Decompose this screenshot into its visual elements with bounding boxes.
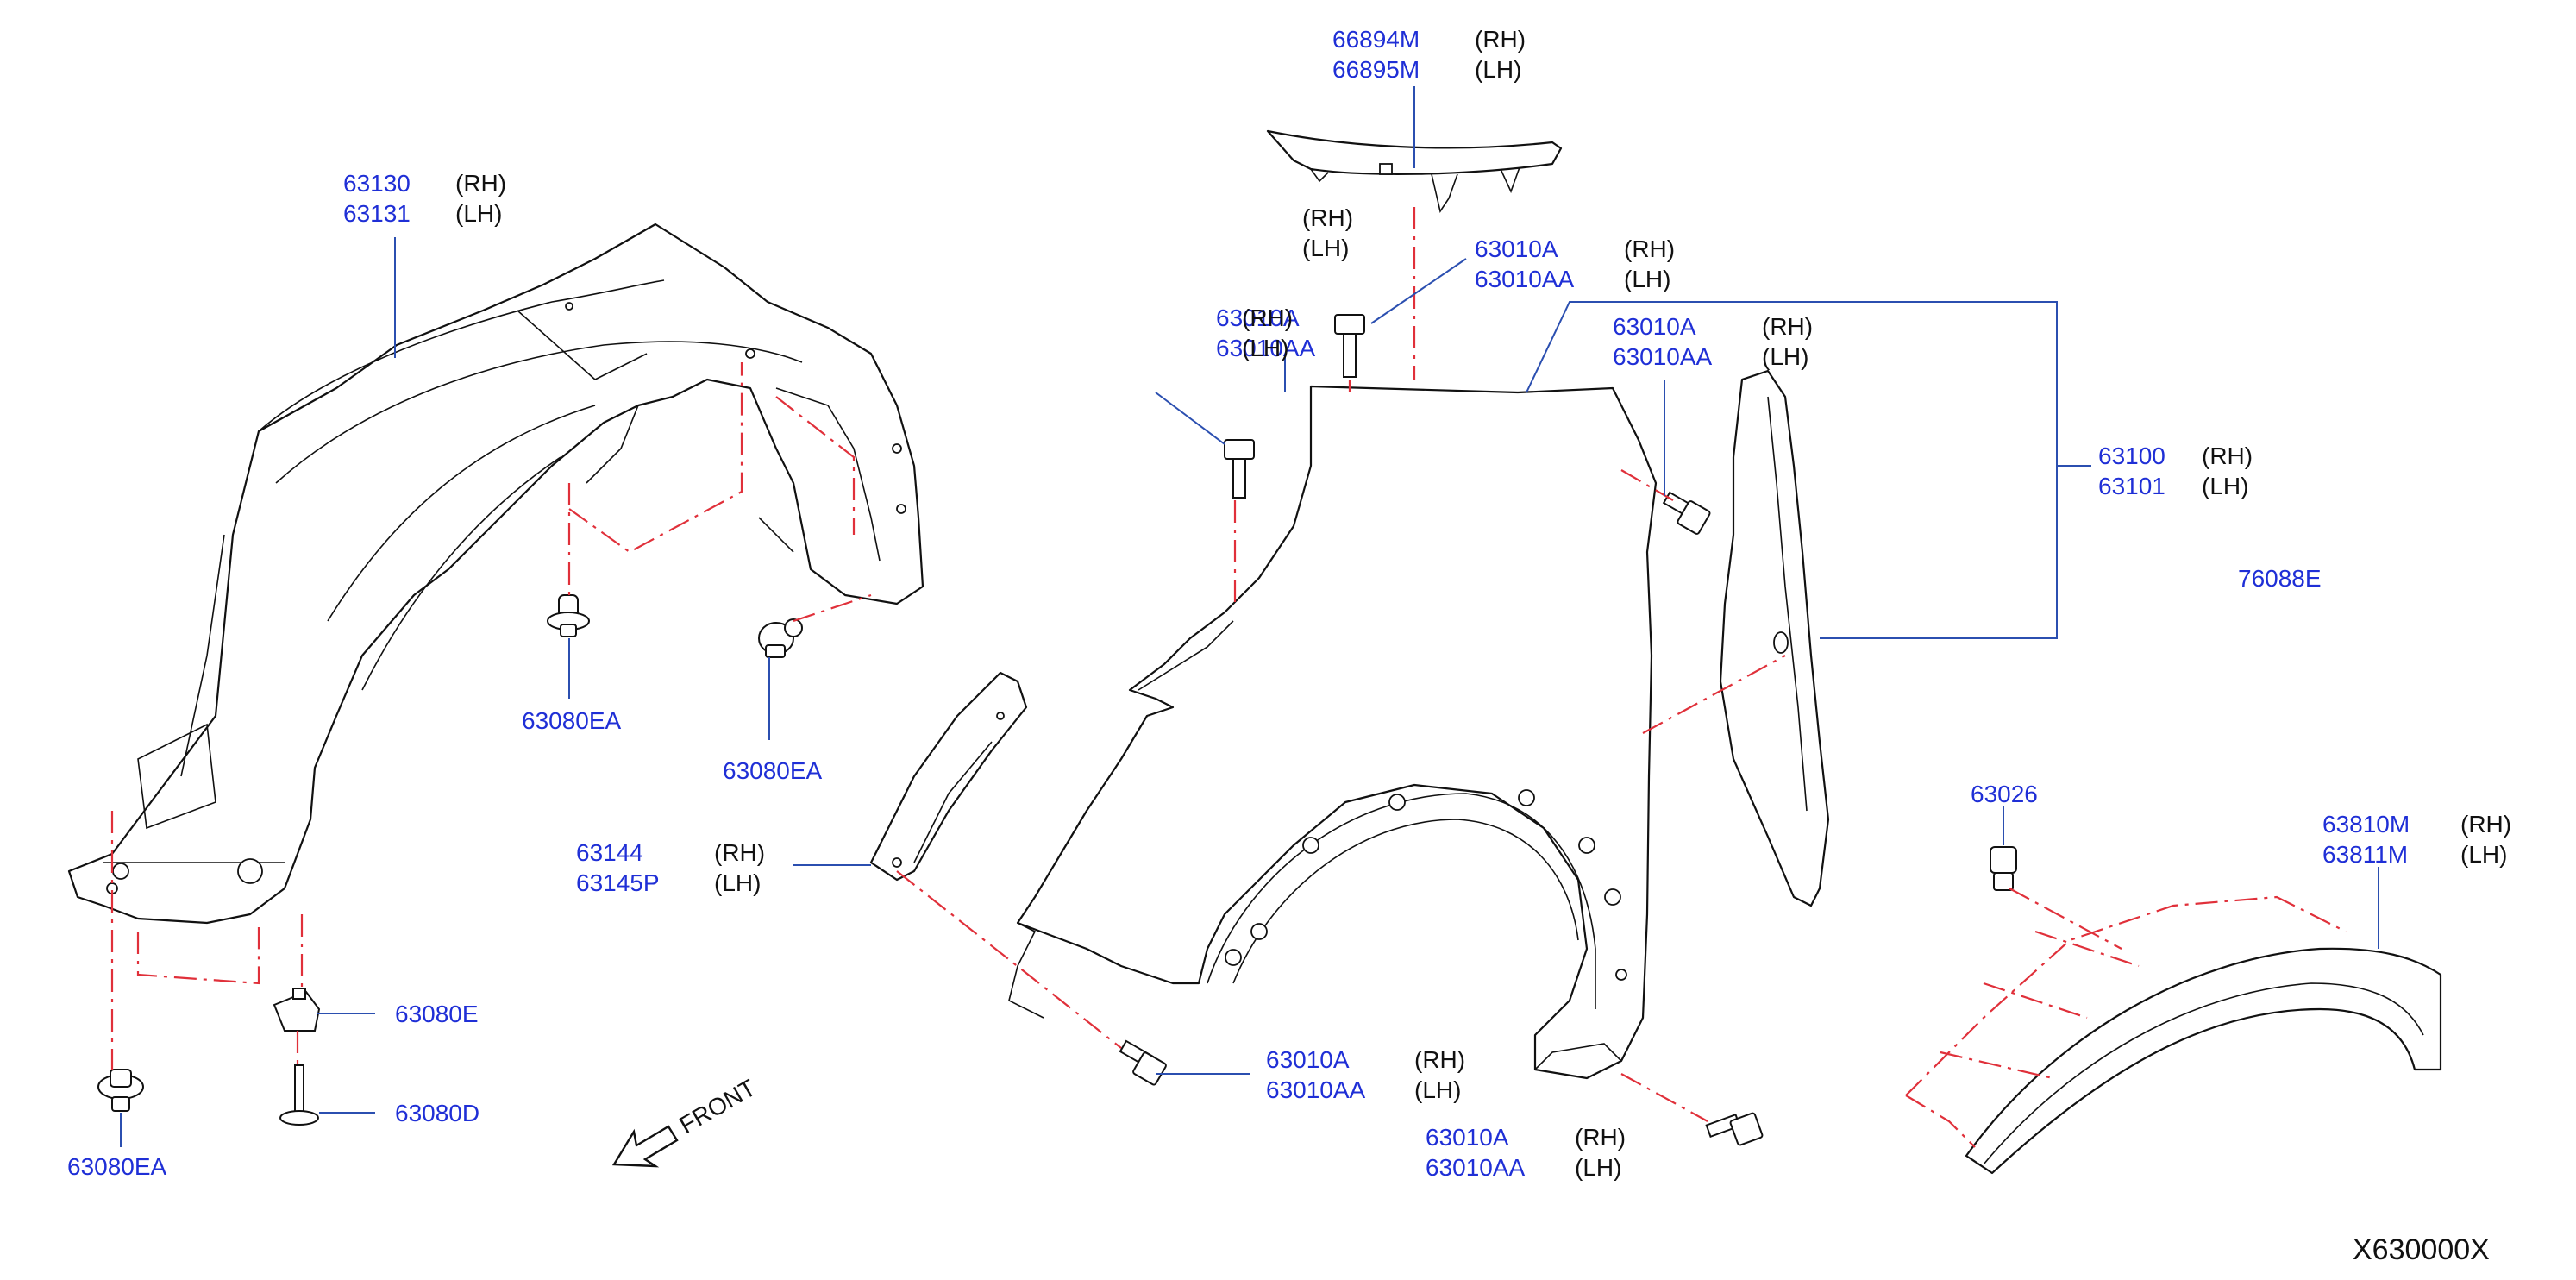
callout-63144[interactable]: 63144 (RH) 63145P (LH) xyxy=(576,839,765,896)
part-number-63080EA-mid[interactable]: 63080EA xyxy=(522,707,622,734)
part-number: 63010AA xyxy=(1475,266,1575,292)
clip-63080EA-mid[interactable] xyxy=(547,594,590,637)
bolt-63010A-lower[interactable] xyxy=(1705,1112,1764,1146)
side-label: (LH) xyxy=(1575,1154,1621,1181)
fender-bracket-part[interactable] xyxy=(869,671,1028,882)
side-label: (LH) xyxy=(455,200,502,227)
side-label: (LH) xyxy=(714,869,761,896)
callout-63130[interactable]: 63130 (RH) 63131 (LH) xyxy=(343,170,506,227)
part-number: 63010A xyxy=(1426,1124,1509,1151)
callout-63010A-top[interactable]: 63010A (RH) 63010AA (LH) xyxy=(1475,235,1675,292)
callout-66894M[interactable]: 66894M (RH) 66895M (LH) xyxy=(1332,26,1526,83)
part-number: 63100 xyxy=(2098,442,2165,469)
callout-63010A-right[interactable]: 63010A (RH) 63010AA (LH) xyxy=(1613,313,1813,370)
part-number-76088E[interactable]: 76088E xyxy=(2238,565,2322,592)
side-label: (LH) xyxy=(1242,335,1288,361)
side-label: (RH) xyxy=(455,170,506,197)
part-number-63026[interactable]: 63026 xyxy=(1971,781,2038,807)
front-arrow-icon xyxy=(611,1125,679,1168)
bolt-63010A-left[interactable] xyxy=(1224,439,1255,499)
part-number: 63010A xyxy=(1266,1046,1350,1073)
side-label: (LH) xyxy=(1624,266,1670,292)
part-number: 63010AA xyxy=(1426,1154,1526,1181)
part-number: 63811M xyxy=(2322,841,2408,868)
part-number: 63010AA xyxy=(1216,335,1316,361)
bolt-63010A-bottom[interactable] xyxy=(1119,1039,1167,1086)
callout-63810M[interactable]: 63810M (RH) 63811M (LH) xyxy=(2322,811,2511,868)
part-number: 63010A xyxy=(1613,313,1696,340)
side-label: (RH) xyxy=(2202,442,2253,469)
part-number-63080EA-bottom[interactable]: 63080EA xyxy=(67,1153,167,1180)
callout-63010A-lower[interactable]: 63010A (RH) 63010AA (LH) xyxy=(1426,1124,1626,1181)
part-number: 63145P xyxy=(576,869,660,896)
side-label: (RH) xyxy=(1762,313,1813,340)
side-label: (RH) xyxy=(1414,1046,1465,1073)
front-label: FRONT xyxy=(675,1074,761,1139)
part-number-63080EA-right[interactable]: 63080EA xyxy=(723,757,823,784)
part-number-63080E[interactable]: 63080E xyxy=(395,1001,479,1027)
clip-63080EA-right[interactable] xyxy=(758,618,803,658)
callout-63100[interactable]: 63100 (RH) 63101 (LH) xyxy=(2098,442,2253,499)
part-number: 63810M xyxy=(2322,811,2410,838)
clip-63080EA-bottom[interactable] xyxy=(97,1069,144,1112)
part-number: 66895M xyxy=(1332,56,1420,83)
side-label: (LH) xyxy=(1762,343,1808,370)
part-number: 63010A xyxy=(1475,235,1558,262)
screw-63080D[interactable] xyxy=(279,1064,319,1126)
bolt-63010A-top[interactable] xyxy=(1334,314,1365,378)
side-label: (RH) xyxy=(1624,235,1675,262)
front-indicator: FRONT xyxy=(611,1074,761,1168)
grommet-63026[interactable] xyxy=(1990,846,2017,891)
side-label: (RH) xyxy=(2460,811,2511,838)
side-label: (LH) xyxy=(1414,1076,1461,1103)
side-label: (RH) xyxy=(1302,204,1353,231)
callout-63010A-bottom[interactable]: 63010A (RH) 63010AA (LH) xyxy=(1266,1046,1465,1103)
side-label: (RH) xyxy=(1575,1124,1626,1151)
diagram-code: X630000X xyxy=(2353,1233,2490,1266)
side-label: (RH) xyxy=(1242,304,1293,331)
fender-liner-part[interactable] xyxy=(67,223,924,925)
part-number: 63010A xyxy=(1216,304,1300,331)
side-label: (LH) xyxy=(2460,841,2507,868)
part-number: 63010AA xyxy=(1613,343,1713,370)
part-number: 63144 xyxy=(576,839,643,866)
fender-side-panel-part[interactable] xyxy=(1719,369,1830,907)
part-number: 63131 xyxy=(343,200,411,227)
callout-63010A-overlap[interactable]: (RH) (LH) 63010A (RH) 63010AA (LH) xyxy=(1216,204,1353,361)
part-number: 63010AA xyxy=(1266,1076,1366,1103)
part-number: 63130 xyxy=(343,170,411,197)
wheel-arch-molding-part[interactable] xyxy=(1965,947,2442,1175)
side-label: (LH) xyxy=(1302,235,1349,261)
leader-lines xyxy=(120,86,2379,1147)
part-number-63080D[interactable]: 63080D xyxy=(395,1100,479,1126)
side-label: (RH) xyxy=(1475,26,1526,53)
side-label: (LH) xyxy=(2202,473,2248,499)
clip-63080E[interactable] xyxy=(273,988,321,1032)
side-label: (LH) xyxy=(1475,56,1521,83)
side-label: (RH) xyxy=(714,839,765,866)
part-number: 66894M xyxy=(1332,26,1420,53)
front-fender-part[interactable] xyxy=(1008,385,1658,1080)
part-number: 63101 xyxy=(2098,473,2165,499)
